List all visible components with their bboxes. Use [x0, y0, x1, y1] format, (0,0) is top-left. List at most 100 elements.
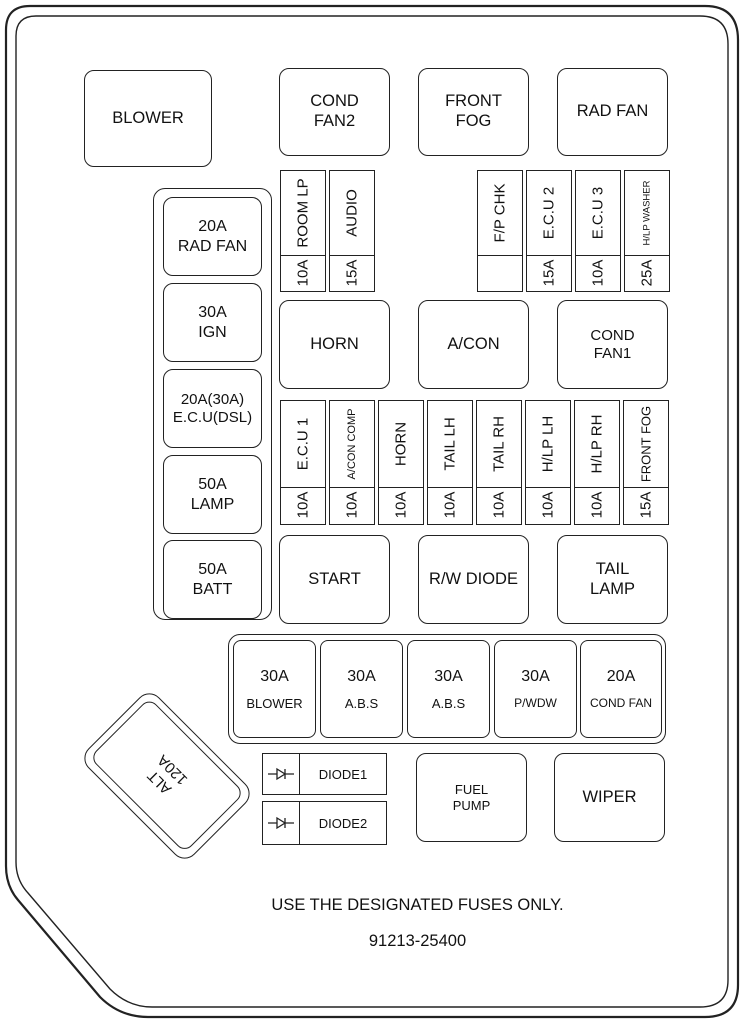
fuse-rating: 50A [198, 476, 227, 494]
fuse-label: RAD FAN [177, 237, 248, 255]
fuse-label: E.C.U(DSL) [172, 408, 253, 426]
fuse-rating: 30A [521, 668, 550, 686]
relay-blower: BLOWER [84, 70, 212, 167]
left-fuse-group [153, 188, 272, 620]
relay-label: FOG [455, 112, 492, 130]
mini-fuse-hlp-washer: H/LP WASHER 25A [624, 170, 670, 292]
fuse-ecu: 20A(30A) E.C.U(DSL) [163, 369, 262, 448]
fuse-rating: 10A [294, 259, 312, 286]
fuse-label: COND FAN [589, 696, 652, 711]
fuse-label: LAMP [190, 495, 235, 513]
relay-label: FRONT [445, 92, 502, 111]
fuse-rating: 30A [260, 667, 289, 685]
relay-horn: HORN [279, 300, 390, 389]
fuse-label: FRONT FOG [638, 405, 654, 483]
relay-start: START [279, 535, 390, 624]
fuse-rating: 30A [198, 304, 227, 322]
relay-wiper: WIPER [554, 753, 665, 842]
mini-fuse-tail-lh: TAIL LH 10A [427, 400, 473, 525]
fuse-rating: 15A [637, 491, 655, 519]
fuse-rating: 20A(30A) [180, 390, 245, 408]
relay-label: COND [590, 326, 635, 344]
fuse-rating: 10A [441, 491, 459, 519]
fuse-rating: 30A [347, 667, 376, 685]
fuse-cond-fan: 20A COND FAN [580, 640, 662, 738]
fuse-rating: 10A [589, 259, 607, 286]
relay-rad-fan: RAD FAN [557, 68, 668, 156]
relay-label: R/W DIODE [429, 569, 518, 588]
fuse-rad-fan: 20A RAD FAN [163, 197, 262, 276]
fuse-label: TAIL LH [441, 417, 459, 471]
fuse-rating: 10A [588, 491, 606, 519]
designated-fuses-note: USE THE DESIGNATED FUSES ONLY. [271, 896, 564, 914]
fuse-rating: 20A [606, 668, 636, 686]
fuse-rating: 15A [343, 259, 361, 286]
relay-label: FAN2 [313, 112, 356, 130]
fuse-label: E.C.U 1 [294, 417, 312, 471]
mini-fuse-audio: AUDIO 15A [329, 170, 375, 292]
mini-fuse-horn: HORN 10A [378, 400, 424, 525]
fuse-rating: 10A [343, 491, 361, 519]
fuse-rating: 30A [434, 667, 463, 685]
fuse-rating: 15A [540, 259, 558, 286]
fuse-ign: 30A IGN [163, 283, 262, 362]
relay-label: HORN [310, 334, 359, 353]
relay-front-fog: FRONT FOG [418, 68, 529, 156]
fuse-rating: 10A [294, 491, 312, 519]
fuse-batt: 50A BATT [163, 540, 262, 619]
mini-fuse-ecu3: E.C.U 3 10A [575, 170, 621, 292]
relay-cond-fan1: COND FAN1 [557, 300, 668, 389]
diode-label: DIODE2 [318, 815, 368, 831]
fuse-label: H/LP WASHER [641, 180, 653, 246]
fuse-label: ROOM LP [294, 178, 312, 248]
fuse-label: AUDIO [343, 189, 361, 237]
relay-label: RAD FAN [576, 102, 649, 121]
relay-label: TAIL [595, 559, 630, 578]
relay-fuel-pump: FUEL PUMP [416, 753, 527, 842]
fuse-rating: 50A [198, 561, 227, 579]
fuse-lamp: 50A LAMP [163, 455, 262, 534]
fuse-rating: 10A [392, 491, 410, 519]
fuse-rating: 10A [539, 491, 557, 519]
fuse-rating: 20A [198, 218, 227, 236]
mini-fuse-acon-comp: A/CON COMP 10A [329, 400, 375, 525]
diode-icon [263, 802, 300, 844]
relay-cond-fan2: COND FAN2 [279, 68, 390, 156]
fuse-label: P/WDW [514, 696, 557, 711]
fuse-label: E.C.U 3 [589, 186, 607, 240]
relay-label: A/CON [447, 334, 500, 353]
fuse-abs-2: 30A A.B.S [407, 640, 490, 738]
relay-tail-lamp: TAIL LAMP [557, 535, 668, 624]
mini-fuse-hlp-rh: H/LP RH 10A [574, 400, 620, 525]
relay-rw-diode: R/W DIODE [418, 535, 529, 624]
mini-fuse-fp-chk: F/P CHK [477, 170, 523, 292]
relay-label: PUMP [452, 797, 491, 813]
fuse-label: A.B.S [344, 695, 379, 711]
fuse-rating: 10A [490, 491, 508, 519]
fuse-rating: 25A [638, 259, 656, 286]
fuse-label: H/LP RH [588, 414, 606, 474]
fuse-blower: 30A BLOWER [233, 640, 316, 738]
fuse-pwdw: 30A P/WDW [494, 640, 577, 738]
fuse-label: BLOWER [246, 695, 303, 711]
bottom-fuse-group [228, 634, 666, 744]
relay-label: LAMP [590, 579, 635, 598]
relay-label: WIPER [582, 787, 637, 806]
relay-label: COND [310, 92, 359, 111]
mini-fuse-ecu2: E.C.U 2 15A [526, 170, 572, 292]
diode-label: DIODE1 [318, 766, 368, 782]
relay-a-con: A/CON [418, 300, 529, 389]
fuse-label: HORN [392, 421, 410, 467]
fuse-label: E.C.U 2 [540, 186, 558, 240]
diode-icon [263, 754, 300, 794]
fuse-label: F/P CHK [491, 183, 509, 243]
relay-label: FAN1 [593, 344, 632, 362]
relay-label: BLOWER [112, 108, 184, 127]
mini-fuse-tail-rh: TAIL RH 10A [476, 400, 522, 525]
relay-label: FUEL [454, 781, 489, 797]
diode2: DIODE2 [262, 801, 387, 845]
mini-fuse-ecu1: E.C.U 1 10A [280, 400, 326, 525]
fuse-label: H/LP LH [539, 415, 557, 473]
fuse-label: A.B.S [431, 695, 466, 711]
